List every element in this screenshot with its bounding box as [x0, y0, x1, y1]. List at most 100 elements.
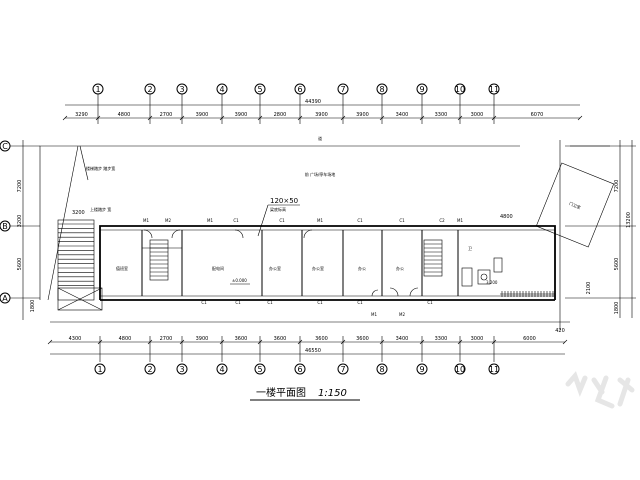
top-seg-tick-11: [491, 115, 497, 121]
beam-size-callout: 120×50: [270, 197, 298, 205]
watermark-stroke-a: [565, 371, 588, 397]
axis-label-top-2: 2: [147, 85, 152, 94]
axis-label-c-left: C: [2, 142, 8, 151]
left-dim-small: 1800: [30, 300, 36, 313]
axis-label-bottom-8: 8: [379, 365, 384, 374]
axis-label-bottom-2: 2: [147, 365, 152, 374]
door-arc-3: [234, 229, 244, 239]
bottom-total-dim: 46550: [305, 348, 321, 354]
left-axis-column: C B A 7200 3200 5600 1800: [0, 140, 40, 320]
axis-bubble-bottom-3: [176, 363, 188, 375]
elevation-mark-a: ±0.000: [232, 278, 247, 283]
opening-marker-4: M1: [317, 218, 323, 223]
axis-label-bottom-3: 3: [179, 365, 184, 374]
shower-fixture: [493, 257, 503, 273]
opening-marker-6: M1: [457, 218, 463, 223]
axis-label-bottom-9: 9: [419, 365, 424, 374]
opening-marker-14: C1: [279, 218, 285, 223]
opening-marker-17: C2: [439, 218, 445, 223]
door-arc-5: [389, 287, 399, 297]
opening-marker-13: C1: [233, 218, 239, 223]
right-dim-total: 13200: [626, 212, 632, 228]
top-seg-tick-12: [577, 115, 583, 121]
top-seg-tick-10: [457, 115, 463, 121]
right-dim-upper: 7200: [614, 180, 620, 193]
bottom-seg-dim-2: 2700: [160, 336, 173, 342]
ramp-inner-line: [79, 145, 89, 181]
axis-label-top-5: 5: [257, 85, 262, 94]
opening-marker-15: C1: [357, 218, 363, 223]
top-seg-tick-1: [95, 115, 101, 121]
axis-label-bottom-1: 1: [97, 365, 102, 374]
axis-label-top-10: 10: [455, 85, 465, 94]
bottom-seg-tick-0: [47, 339, 53, 345]
right-dim-small-a: 2100: [586, 282, 592, 295]
site-boundary-upper: [39, 145, 520, 300]
top-seg-tick-7: [340, 115, 346, 121]
watermark-stroke-c: [617, 377, 635, 407]
internal-stair-left: [149, 239, 169, 281]
axis-bubble-bottom-9: [416, 363, 428, 375]
span-4800-label: 4800: [500, 214, 513, 220]
axis-label-bottom-11: 11: [489, 365, 499, 374]
axis-bubble-bottom-10: [454, 363, 466, 375]
left-dim-lower: 5600: [17, 258, 23, 271]
building: 120×50 梁底标高 ±0.000 3.200 值班室配电间办公室办公室办公办…: [99, 197, 556, 317]
top-seg-dim-10: 3000: [471, 112, 484, 118]
top-seg-dim-9: 3300: [435, 112, 448, 118]
axis-label-a-left: A: [2, 294, 8, 303]
internal-stair-right-outline: [423, 239, 443, 277]
top-seg-tick-8: [379, 115, 385, 121]
stair-note-2: 上楼踏步 宽: [90, 206, 111, 212]
room-label-3: 办公室: [312, 265, 324, 271]
drawing-title: 一楼平面图 1:150: [250, 386, 360, 401]
top-seg-dim-7: 3900: [356, 112, 369, 118]
top-seg-tick-9: [419, 115, 425, 121]
opening-marker-11: C1: [357, 300, 363, 305]
landing-diagonal-b: [57, 287, 103, 311]
opening-marker-16: C1: [399, 218, 405, 223]
bottom-seg-dim-1: 4800: [119, 336, 132, 342]
upper-zone-label: 道: [318, 135, 322, 141]
entrance-fence: [500, 291, 555, 297]
axis-bubble-bottom-5: [254, 363, 266, 375]
bottom-seg-dim-6: 3600: [315, 336, 328, 342]
gate-house-outline: [535, 162, 615, 248]
watermark-stroke-b: [591, 375, 615, 409]
top-seg-tick-3: [179, 115, 185, 121]
door-arc-4: [303, 229, 313, 239]
building-outer-wall-top: [99, 225, 556, 300]
top-seg-dim-8: 3400: [396, 112, 409, 118]
beam-note: 梁底标高: [270, 206, 286, 212]
washbasin-fixture: [477, 269, 491, 285]
opening-marker-9: C1: [267, 300, 273, 305]
site-outline: 道 前 广场/停车场地 楼梯踏步 踏步宽 上楼踏步 宽 3200 4800: [39, 135, 610, 330]
axis-label-top-4: 4: [219, 85, 224, 94]
axis-label-top-7: 7: [340, 85, 345, 94]
yard-note: 前 广场/停车场地: [305, 171, 336, 177]
opening-marker-8: C1: [235, 300, 241, 305]
top-seg-tick-5: [257, 115, 263, 121]
top-seg-dim-3: 3900: [196, 112, 209, 118]
bottom-seg-dim-4: 3600: [235, 336, 248, 342]
top-seg-dim-4: 3900: [235, 112, 248, 118]
axis-label-top-8: 8: [379, 85, 384, 94]
bottom-seg-dim-0: 4300: [69, 336, 82, 342]
left-dim-upper: 7200: [17, 180, 23, 193]
opening-marker-5: M1: [371, 312, 377, 317]
watermark-logo: [565, 371, 635, 409]
top-seg-dim-2: 2700: [160, 112, 173, 118]
bottom-seg-dim-5: 3600: [274, 336, 287, 342]
right-dim-lower: 5600: [614, 258, 620, 271]
gate-house: 门卫室: [535, 162, 615, 248]
axis-bubble-bottom-11: [488, 363, 500, 375]
external-stair: [57, 219, 103, 311]
external-stair-outline: [57, 219, 95, 301]
stair-note: 楼梯踏步 踏步宽: [86, 165, 115, 171]
axis-label-top-3: 3: [179, 85, 184, 94]
axis-label-top-9: 9: [419, 85, 424, 94]
axis-bubble-bottom-8: [376, 363, 388, 375]
axis-label-bottom-5: 5: [257, 365, 262, 374]
elevation-mark-b: 3.200: [486, 280, 498, 285]
